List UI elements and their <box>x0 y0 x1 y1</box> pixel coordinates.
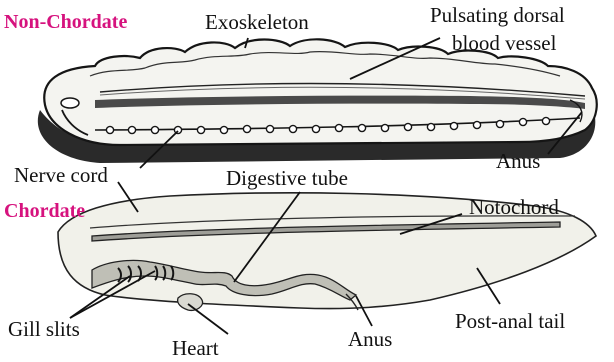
label-heart: Heart <box>172 336 219 360</box>
label-dorsal-vessel-line2: blood vessel <box>452 31 557 55</box>
label-dorsal-vessel-line1: Pulsating dorsal <box>430 3 565 27</box>
label-anus-top: Anus <box>496 149 540 173</box>
label-nerve-cord: Nerve cord <box>14 163 108 187</box>
pointer-heart <box>188 304 228 334</box>
label-notochord: Notochord <box>469 195 559 219</box>
label-post-anal-tail: Post-anal tail <box>455 309 565 333</box>
chordate-heart <box>178 294 203 311</box>
heading-non-chordate: Non-Chordate <box>4 11 127 33</box>
label-exoskeleton: Exoskeleton <box>205 10 309 34</box>
label-gill-slits: Gill slits <box>8 317 80 341</box>
heading-chordate: Chordate <box>4 200 85 222</box>
label-digestive-tube: Digestive tube <box>226 166 348 190</box>
worm-head-mark <box>61 98 79 108</box>
label-anus-bottom: Anus <box>348 327 392 351</box>
non-chordate-illustration <box>38 39 597 163</box>
